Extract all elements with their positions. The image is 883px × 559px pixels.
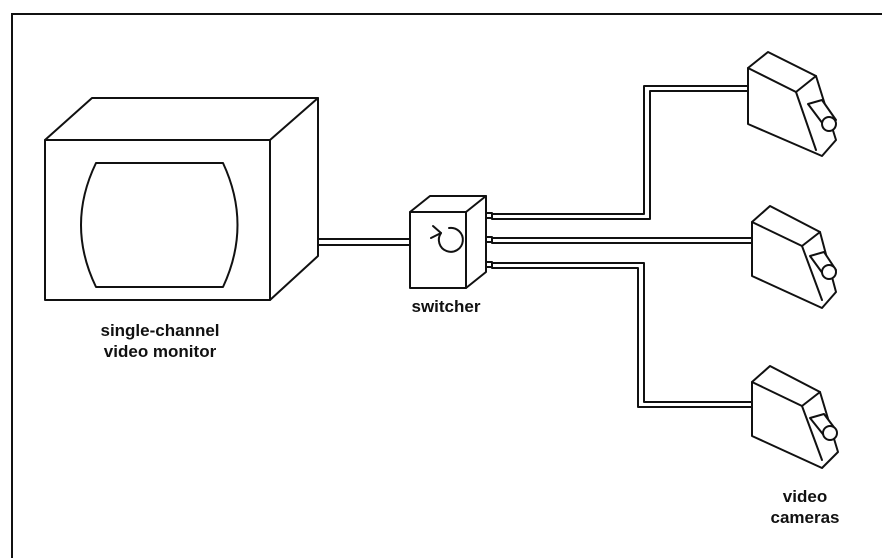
camera-middle [752, 206, 836, 308]
cameras-label-line2: cameras [755, 507, 855, 528]
switcher [410, 196, 492, 288]
monitor-label-line2: video monitor [60, 341, 260, 362]
cable-bottom-camera [492, 263, 752, 407]
cable-middle-camera [492, 238, 752, 243]
monitor-label: single-channel video monitor [60, 320, 260, 362]
cameras-label: video cameras [755, 486, 855, 528]
cameras-label-line1: video [755, 486, 855, 507]
video-monitor [45, 98, 318, 300]
camera-top [748, 52, 836, 156]
monitor-cable [318, 239, 410, 245]
camera-bottom [752, 366, 838, 468]
cable-top-camera [492, 86, 748, 219]
monitor-label-line1: single-channel [60, 320, 260, 341]
switcher-label: switcher [390, 296, 502, 317]
